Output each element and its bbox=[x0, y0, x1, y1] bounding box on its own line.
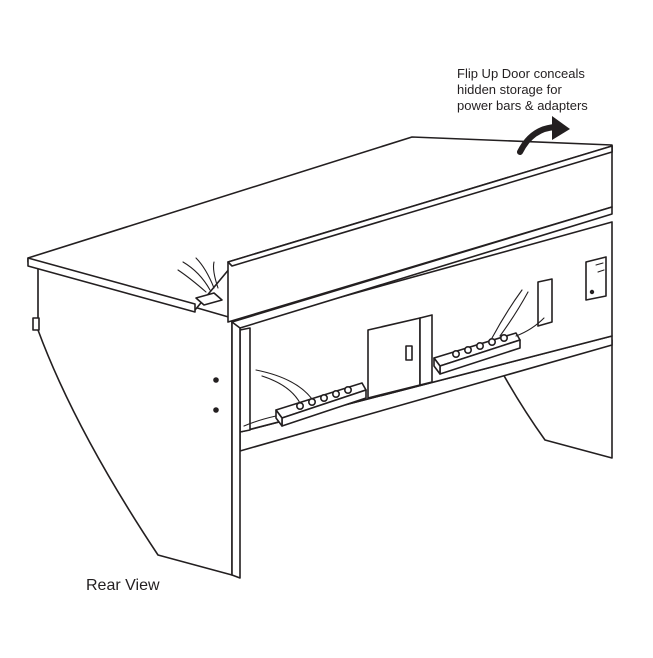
center-divider-side bbox=[419, 314, 433, 386]
right-inner-bracket bbox=[537, 278, 553, 327]
left-bar-cable-a bbox=[261, 375, 301, 404]
flip-up-door-top-edge bbox=[227, 145, 613, 267]
right-bracket-detail bbox=[595, 262, 605, 273]
callout-line-3: power bars & adapters bbox=[457, 98, 588, 113]
right-bracket-screw bbox=[589, 289, 595, 295]
leg-screw-bottom bbox=[213, 407, 219, 413]
callout-line-2: hidden storage for bbox=[457, 82, 562, 97]
top-cable-2 bbox=[182, 261, 211, 291]
power-bar-right bbox=[433, 332, 521, 375]
center-bracket bbox=[405, 345, 413, 361]
curved-arrow-icon bbox=[517, 116, 570, 155]
flip-up-door-callout: Flip Up Door conceals hidden storage for… bbox=[457, 66, 647, 114]
cable-grommet bbox=[195, 292, 223, 306]
top-cable-3 bbox=[195, 257, 215, 289]
desktop-front-edge bbox=[27, 257, 196, 313]
door-lower-rail bbox=[231, 206, 613, 329]
left-bar-cable-c bbox=[243, 415, 277, 427]
front-left-leg bbox=[231, 315, 241, 579]
right-bar-cable-c bbox=[515, 317, 545, 337]
leg-screw-top bbox=[213, 377, 219, 383]
inner-left-wall bbox=[239, 327, 251, 433]
left-side-panel bbox=[37, 261, 233, 576]
callout-line-1: Flip Up Door conceals bbox=[457, 66, 585, 81]
right-wall-bracket bbox=[585, 256, 607, 301]
right-bar-cable-b bbox=[499, 291, 529, 337]
power-bar-left bbox=[275, 382, 367, 427]
left-foot-bracket bbox=[32, 317, 40, 331]
view-label: Rear View bbox=[86, 577, 160, 594]
right-bar-cable-a bbox=[491, 289, 523, 339]
top-cable-4 bbox=[212, 261, 219, 289]
left-bar-cable-b bbox=[255, 369, 313, 400]
top-cable-1 bbox=[177, 269, 207, 293]
